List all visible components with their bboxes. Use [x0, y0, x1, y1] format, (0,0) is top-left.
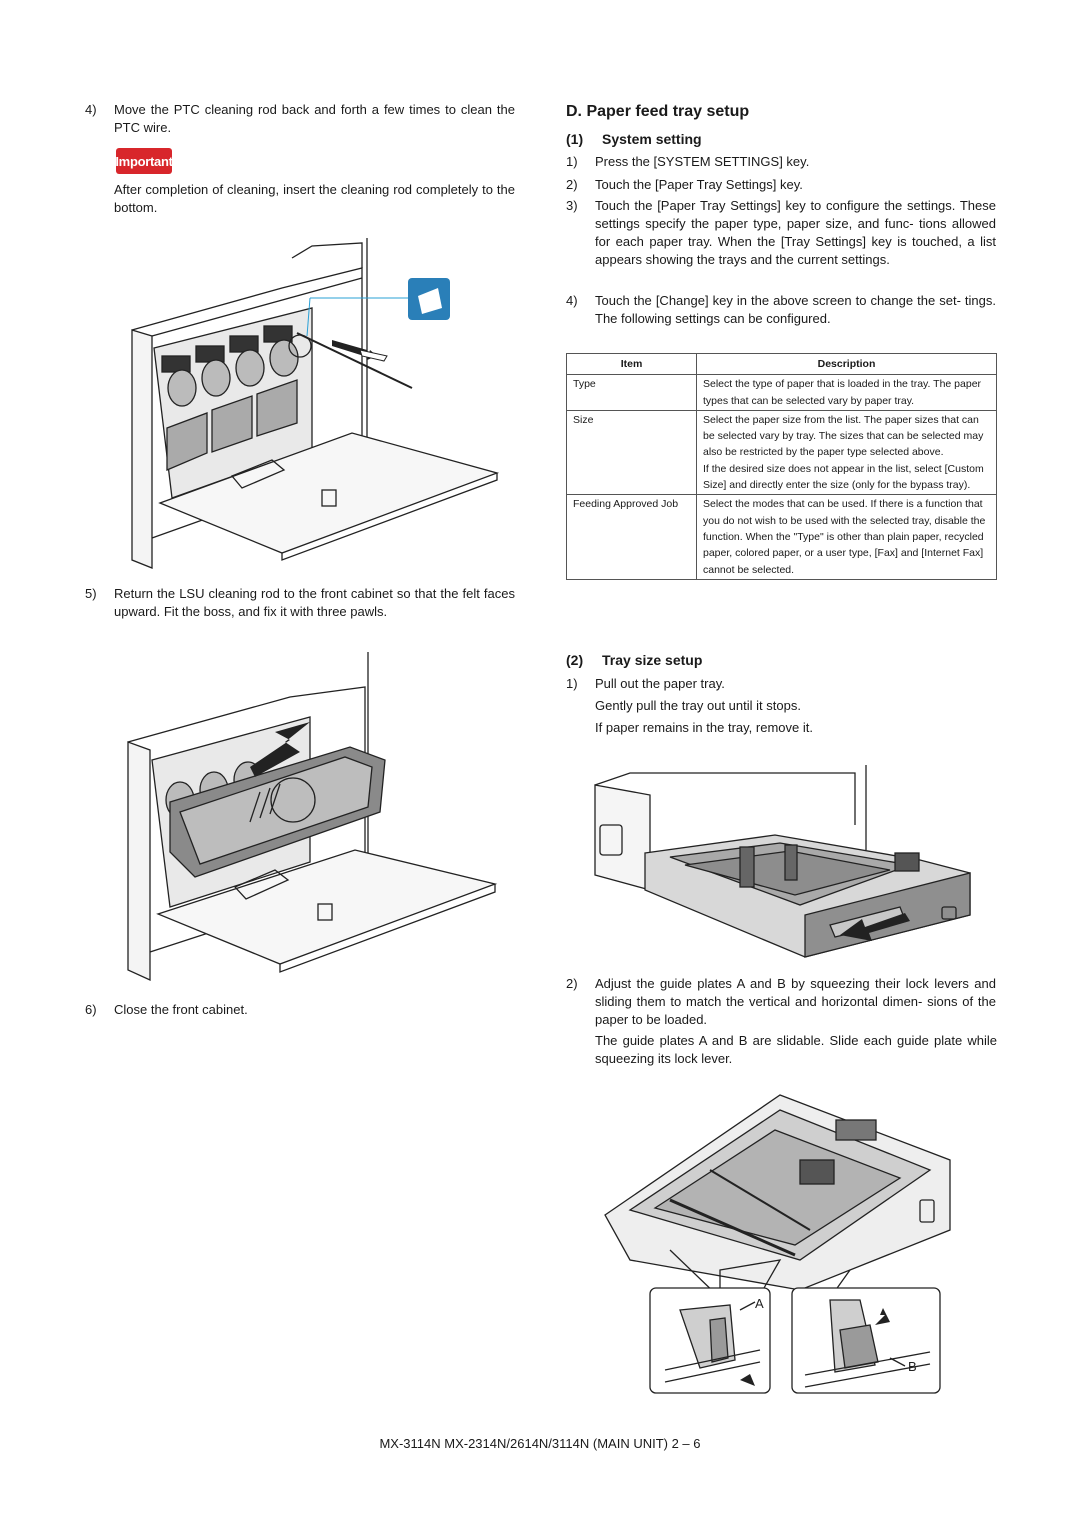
section-title: D. Paper feed tray setup [566, 103, 750, 120]
table-header-row: Item Description [566, 352, 997, 376]
page-footer: MX-3114N MX-2314N/2614N/3114N (MAIN UNIT… [379, 1436, 701, 1451]
step-number: 2) [566, 177, 578, 192]
subsection-title: Tray size setup [602, 652, 703, 668]
step-number: 2) [566, 976, 578, 991]
subsection-title: System setting [602, 131, 702, 147]
step-number: 3) [566, 198, 578, 213]
table-row: Type Select the type of paper that is lo… [566, 374, 997, 411]
subsection-number: (2) [566, 652, 584, 668]
table-row: Size Select the paper size from the list… [566, 409, 997, 496]
paper-tray-illustration [594, 765, 971, 958]
step-text: Touch the [Paper Tray Settings] key. [595, 177, 803, 192]
ptc-cleaning-illustration [131, 238, 500, 569]
settings-table: Item Description Type Select the type of… [566, 352, 997, 580]
description-text: Select the paper size from the list. The… [703, 413, 984, 459]
step-number: 1) [566, 676, 578, 691]
important-note: After completion of cleaning, insert the… [114, 182, 515, 215]
item-cell: Size [566, 409, 697, 496]
guide-plates-illustration: A B [604, 1094, 951, 1394]
step-number: 4) [85, 102, 97, 117]
label-b: B [908, 1359, 917, 1374]
subsection-number: (1) [566, 131, 584, 147]
description-cell: Select the paper size from the list. The… [696, 409, 997, 496]
step-text: Touch the [Paper Tray Settings] key to c… [595, 198, 996, 267]
label-a: A [755, 1296, 764, 1311]
step-number: 4) [566, 293, 578, 308]
tray-step-2-note: The guide plates A and B are slidable. S… [595, 1033, 997, 1066]
step-text: Press the [SYSTEM SETTINGS] key. [595, 154, 810, 169]
step-text: Move the PTC cleaning rod back and forth… [114, 102, 515, 135]
step-number: 6) [85, 1002, 97, 1017]
step-text: Adjust the guide plates A and B by squee… [595, 976, 996, 1027]
step-number: 5) [85, 586, 97, 601]
table-row: Feeding Approved Job Select the modes th… [566, 494, 997, 580]
description-cell: Select the modes that can be used. If th… [696, 494, 997, 580]
tray-step-1-note: Gently pull the tray out until it stops. [595, 698, 801, 713]
subsection-system-setting: (1) System setting [566, 131, 702, 147]
description-text: If the desired size does not appear in t… [703, 462, 984, 492]
subsection-tray-size: (2) Tray size setup [566, 652, 702, 668]
item-cell: Feeding Approved Job [566, 494, 697, 580]
description-cell: Select the type of paper that is loaded … [696, 374, 997, 411]
important-badge: Important [115, 148, 173, 174]
return-rod-illustration [127, 652, 498, 982]
tray-step-1-note: If paper remains in the tray, remove it. [595, 720, 813, 735]
step-text: Return the LSU cleaning rod to the front… [114, 586, 515, 619]
step-text: Pull out the paper tray. [595, 676, 725, 691]
step-number: 1) [566, 154, 578, 169]
column-header-description: Description [696, 352, 997, 376]
step-text: Touch the [Change] key in the above scre… [595, 293, 996, 326]
item-cell: Type [566, 374, 697, 411]
step-text: Close the front cabinet. [114, 1002, 248, 1017]
column-header-item: Item [566, 352, 697, 376]
